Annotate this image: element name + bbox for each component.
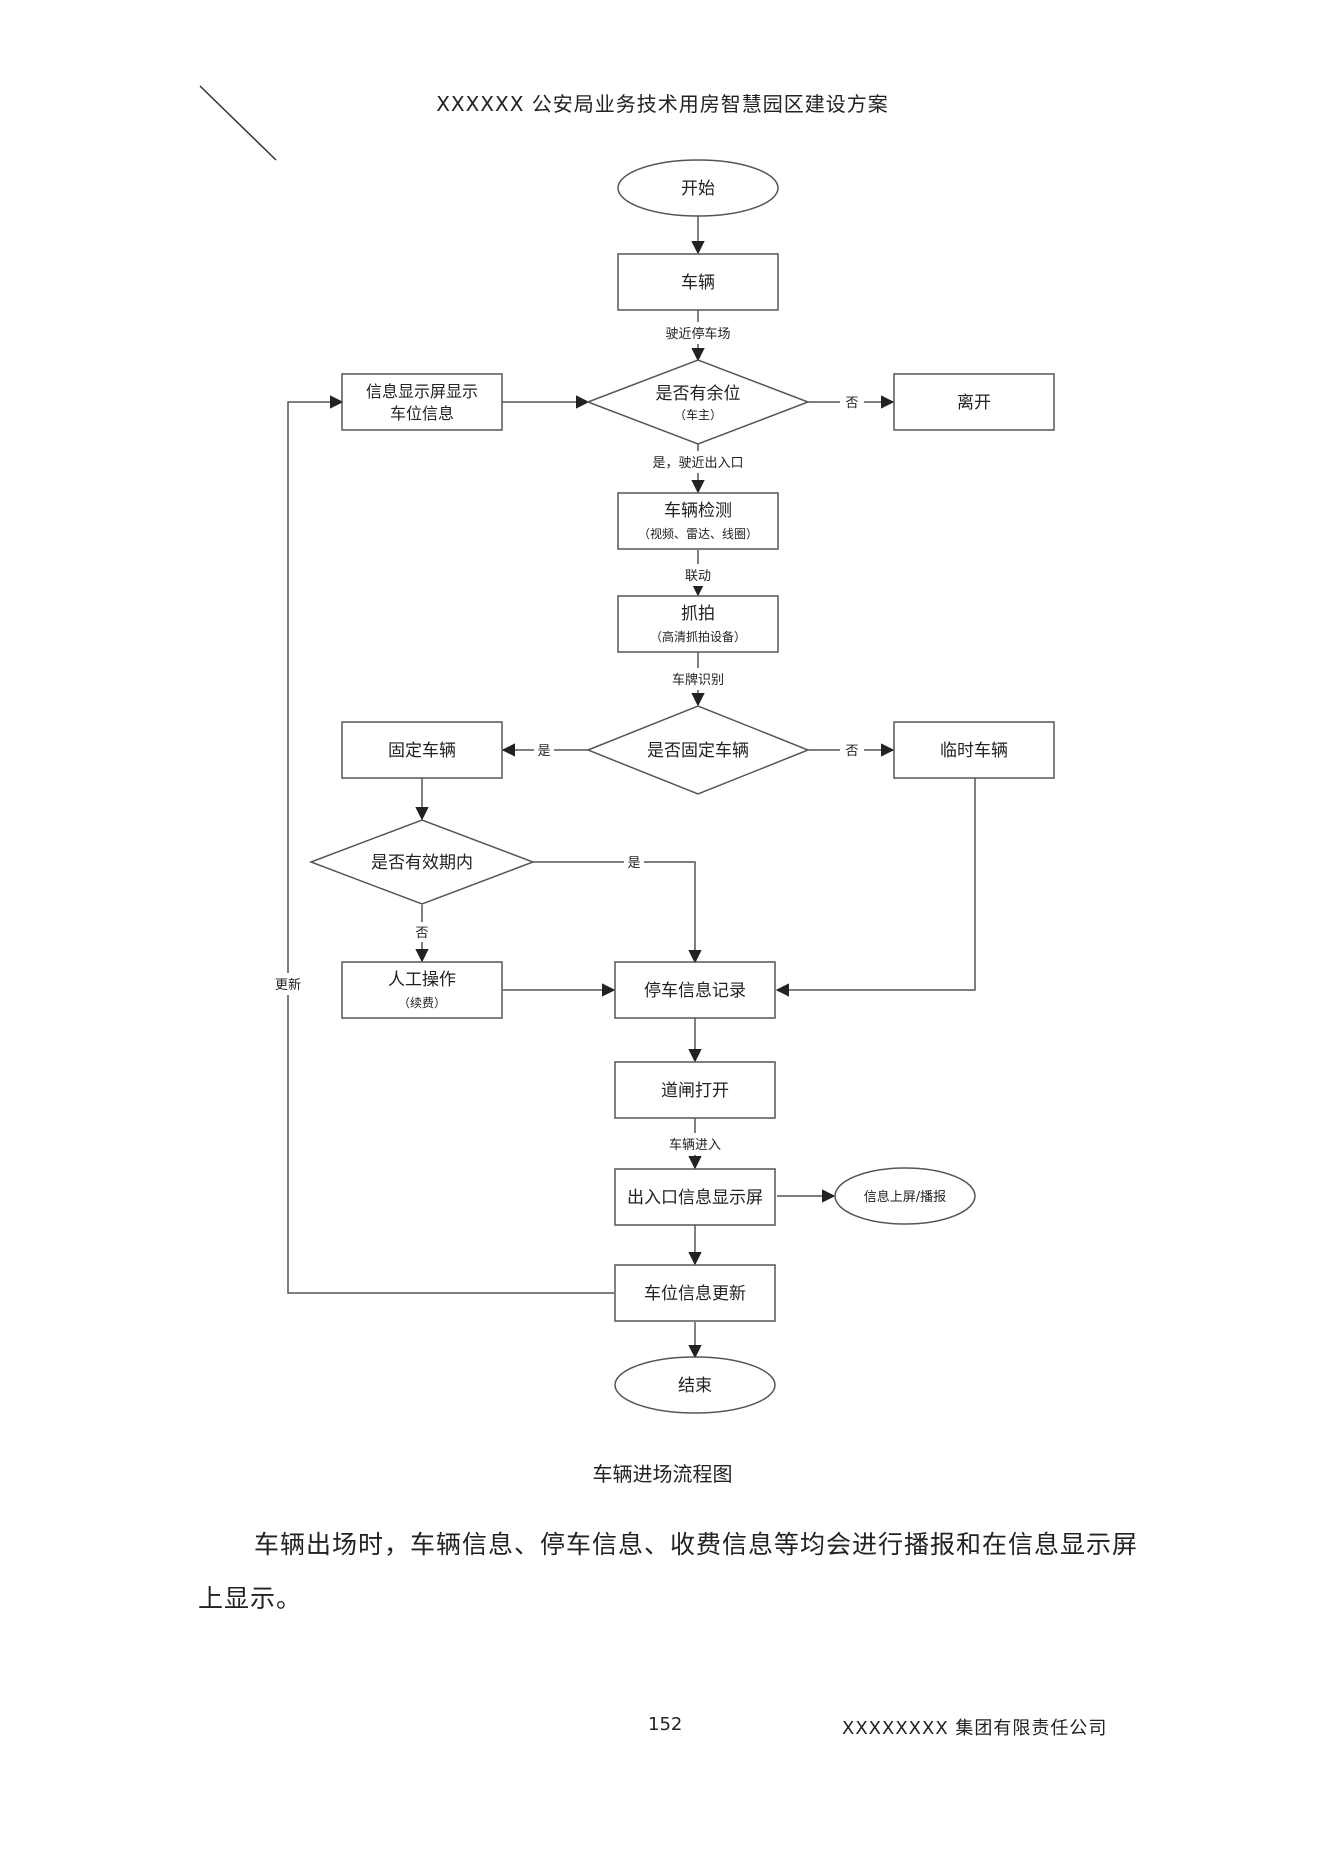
- capture-node-label: 抓拍: [681, 604, 715, 624]
- space-update-node-label: 车位信息更新: [644, 1284, 746, 1304]
- edge-label-no-fixed: 否: [845, 744, 858, 759]
- detect-node-label: 车辆检测: [664, 501, 732, 521]
- figure-caption: 车辆进场流程图: [592, 1462, 733, 1486]
- corner-line-decoration: [199, 85, 277, 161]
- gate-node-label: 道闸打开: [661, 1081, 729, 1101]
- fixed-box-shape: [341, 721, 503, 779]
- detect-node-sublabel: （视频、雷达、线圈）: [638, 526, 758, 541]
- edge-label-no-space: 否: [845, 396, 858, 411]
- record-node-label: 停车信息记录: [644, 981, 746, 1001]
- capture-node-sublabel: （高清抓拍设备）: [650, 629, 746, 644]
- detect-box-shape: [617, 492, 779, 550]
- io-display-box-shape: [614, 1168, 776, 1226]
- page-header-title: XXXXXX 公安局业务技术用房智慧园区建设方案: [436, 92, 889, 116]
- capture-box-shape: [617, 595, 779, 653]
- edge-label-linkage: 联动: [685, 569, 711, 584]
- edge-label-yes-fixed: 是: [537, 744, 550, 759]
- vehicle-node-label: 车辆: [681, 273, 715, 293]
- io-display-node-label: 出入口信息显示屏: [627, 1188, 763, 1208]
- parking-entry-flowchart: 开始 车辆 是否有余位 （车主） 信息显示屏显示 车位信息 离开 车辆检测 （视…: [274, 159, 1055, 1414]
- leave-node-label: 离开: [957, 393, 991, 413]
- display-info-node-label-2: 车位信息: [390, 404, 454, 423]
- is-fixed-diamond-shape: [585, 705, 811, 795]
- temp-node-label: 临时车辆: [940, 741, 1008, 761]
- end-node-label: 结束: [678, 1376, 712, 1396]
- edge-label-vehicle-enter: 车辆进入: [669, 1137, 721, 1153]
- edge-label-update: 更新: [275, 977, 301, 993]
- edge-label-yes-approach-entry: 是，驶近出入口: [652, 456, 743, 471]
- display-info-box-shape: [341, 373, 503, 431]
- has-space-node-label: 是否有余位: [656, 384, 741, 404]
- page-number: 152: [648, 1714, 683, 1735]
- edge-label-yes-validity: 是: [627, 856, 640, 871]
- has-space-diamond-shape: [585, 359, 811, 445]
- start-node-label: 开始: [681, 179, 715, 199]
- manual-box-shape: [341, 961, 503, 1019]
- in-validity-node-label: 是否有效期内: [371, 853, 473, 873]
- is-fixed-node-label: 是否固定车辆: [647, 741, 749, 761]
- footer-company-name: XXXXXXXX 集团有限责任公司: [842, 1718, 1108, 1739]
- broadcast-node-label: 信息上屏/播报: [864, 1189, 946, 1205]
- vehicle-box-shape: [617, 253, 779, 311]
- manual-node-label: 人工操作: [388, 970, 456, 990]
- fixed-node-label: 固定车辆: [388, 741, 456, 761]
- space-update-box-shape: [614, 1264, 776, 1322]
- has-space-node-sublabel: （车主）: [674, 407, 722, 422]
- display-info-node-label-1: 信息显示屏显示: [366, 382, 478, 401]
- edge-label-no-validity: 否: [415, 926, 428, 941]
- edge-label-approach-lot: 驶近停车场: [665, 326, 730, 342]
- start-terminal-shape: [617, 159, 779, 217]
- end-terminal-shape: [614, 1356, 776, 1414]
- temp-box-shape: [893, 721, 1055, 779]
- record-box-shape: [614, 961, 776, 1019]
- broadcast-terminal-shape: [834, 1167, 976, 1225]
- gate-box-shape: [614, 1061, 776, 1119]
- edge-label-plate-recognition: 车牌识别: [672, 672, 724, 688]
- leave-box-shape: [893, 373, 1055, 431]
- in-validity-diamond-shape: [308, 819, 536, 905]
- body-paragraph: 车辆出场时，车辆信息、停车信息、收费信息等均会进行播报和在信息显示屏上显示。: [198, 1530, 1139, 1613]
- manual-node-sublabel: （续费）: [398, 996, 446, 1010]
